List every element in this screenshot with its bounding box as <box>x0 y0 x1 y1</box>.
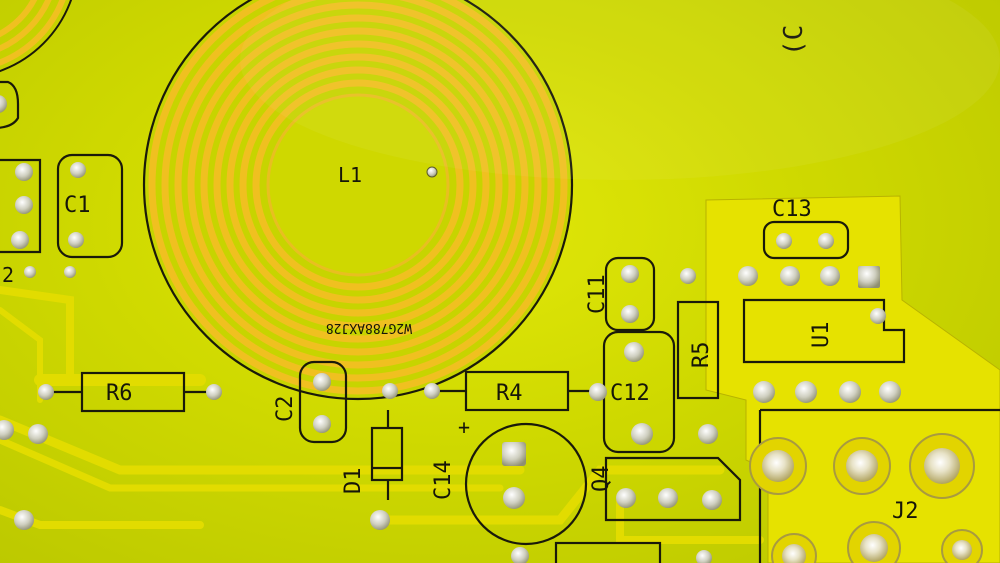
label-coil-code: W2G788AXJ28 <box>326 320 412 335</box>
label-l1: L1 <box>338 163 362 187</box>
label-c12: C12 <box>610 381 650 406</box>
label-plus: + <box>458 415 470 439</box>
label-q4: Q4 <box>589 466 614 493</box>
label-r4: R4 <box>496 381 523 406</box>
label-u1: U1 <box>809 322 834 349</box>
designator-labels: L1 W2G788AXJ28 C1 R6 C2 R4 D1 C14 + Q4 C… <box>0 25 919 524</box>
label-c13: C13 <box>772 197 812 222</box>
copper-pour <box>705 195 1000 563</box>
label-r5: R5 <box>689 342 714 369</box>
label-d1: D1 <box>341 468 366 495</box>
label-r6: R6 <box>106 381 133 406</box>
copper-traces <box>0 286 764 544</box>
silkscreen-outlines <box>0 80 1000 563</box>
coil-l1 <box>142 0 574 401</box>
label-c-partial: (C <box>779 25 809 56</box>
glare <box>240 0 1000 180</box>
label-c2: C2 <box>273 396 298 423</box>
label-c11: C11 <box>585 274 610 314</box>
label-c14: C14 <box>431 460 456 500</box>
pads <box>0 95 983 563</box>
label-c1: C1 <box>64 193 91 218</box>
partial-coil-top-left <box>0 0 73 73</box>
label-j2-partial: J2 <box>0 263 14 287</box>
label-j2: J2 <box>892 499 919 524</box>
